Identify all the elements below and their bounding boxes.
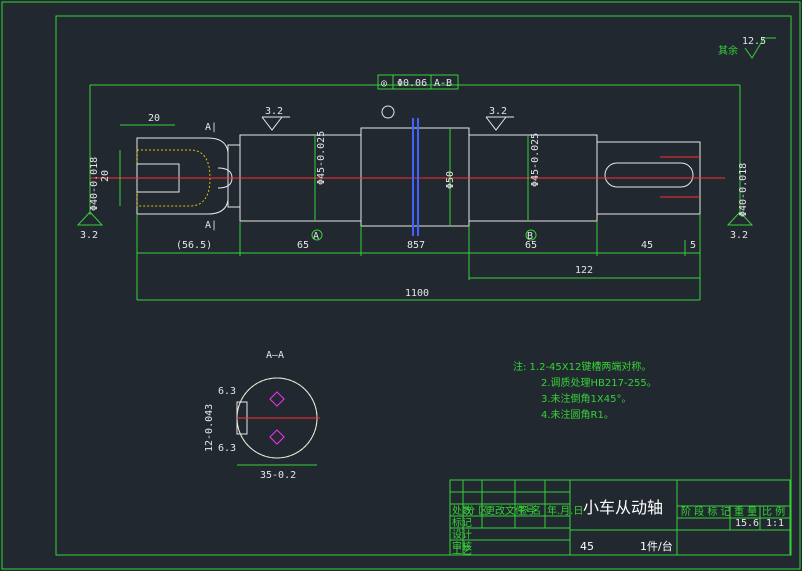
- datum-a-label: A: [313, 231, 319, 242]
- dim-d-mid1: Φ45-0.025: [316, 131, 327, 185]
- tolerance-leader-circle: [381, 105, 395, 119]
- dim-122: 122: [575, 265, 593, 276]
- dim-d-mid2: Φ45-0.025: [530, 133, 541, 187]
- weight-value: 15.6: [735, 518, 759, 529]
- tb-col4: 签 名: [518, 504, 541, 517]
- dim-5: 5: [690, 240, 696, 251]
- header-stage: 阶 段 标 记: [681, 505, 731, 518]
- dim-56-5: (56.5): [176, 240, 212, 251]
- section-view: [236, 377, 320, 466]
- roughness-1: 3.2: [265, 106, 283, 117]
- dim-65b: 65: [525, 240, 537, 251]
- tb-row1: 标记: [452, 517, 472, 529]
- shaft-outline: [136, 127, 701, 227]
- dimension-lines: [89, 84, 741, 301]
- header-scale: 比 例: [762, 505, 785, 518]
- title-block-lines: [449, 479, 791, 556]
- roughness-2: 3.2: [489, 106, 507, 117]
- note-1: 注: 1.2-45X12键槽两端对称。: [513, 360, 651, 373]
- tb-col3: 更改文件号: [485, 504, 535, 517]
- datum-a-circle: [311, 229, 323, 241]
- dim-65a: 65: [297, 240, 309, 251]
- section-a-top: A|: [205, 122, 217, 133]
- tb-col1: 处数: [452, 504, 472, 517]
- note-4: 4.未注圆角R1。: [541, 408, 614, 421]
- tb-row3: 审核: [452, 540, 472, 553]
- tolerance-frame: [377, 74, 459, 90]
- dim-857: 857: [407, 240, 425, 251]
- datum-b-circle: [525, 229, 537, 241]
- quantity: 1件/台: [640, 539, 673, 553]
- tolerance-symbol: ◎: [381, 78, 387, 89]
- note-2: 2.调质处理HB217-255。: [541, 377, 657, 389]
- tb-col5: 年.月.日: [547, 504, 583, 517]
- datum-b-label: B: [527, 231, 533, 242]
- sect-dim-35: 35-0.2: [260, 470, 296, 481]
- tb-row4: 工艺: [452, 545, 472, 557]
- material: 45: [580, 540, 594, 553]
- inner-frame: [55, 15, 792, 556]
- scale-value: 1:1: [766, 518, 784, 529]
- sect-keyway: 12-0.043: [204, 404, 215, 452]
- dim-d-center: Φ50: [445, 171, 456, 189]
- dim-d-right: Φ40-0.018: [738, 163, 749, 217]
- tb-row2: 设计: [452, 528, 472, 541]
- section-title: A—A: [266, 350, 284, 361]
- header-weight: 重 量: [734, 505, 757, 518]
- keyway-hatch: [136, 149, 211, 207]
- part-name: 小车从动轴: [583, 498, 663, 517]
- sect-dim-63a: 6.3: [218, 386, 236, 397]
- dim-45: 45: [641, 240, 653, 251]
- dim-d-left: Φ40-0.018: [89, 157, 100, 211]
- roughness-3: 3.2: [80, 230, 98, 241]
- dim-20a: 20: [148, 113, 160, 124]
- roughness-other-label: 其余: [718, 44, 738, 57]
- dim-20b: 20: [100, 170, 111, 182]
- dim-1100: 1100: [405, 288, 429, 299]
- sect-dim-63b: 6.3: [218, 443, 236, 454]
- note-3: 3.未注倒角1X45°。: [541, 392, 631, 405]
- section-a-bottom: A|: [205, 220, 217, 231]
- roughness-corner: 12.5: [742, 36, 766, 47]
- roughness-symbols: [76, 37, 776, 226]
- tolerance-value: Φ0.06: [397, 78, 427, 89]
- roughness-4: 3.2: [730, 230, 748, 241]
- tolerance-datum: A-B: [434, 78, 452, 89]
- tb-col2: 分 区: [465, 505, 488, 517]
